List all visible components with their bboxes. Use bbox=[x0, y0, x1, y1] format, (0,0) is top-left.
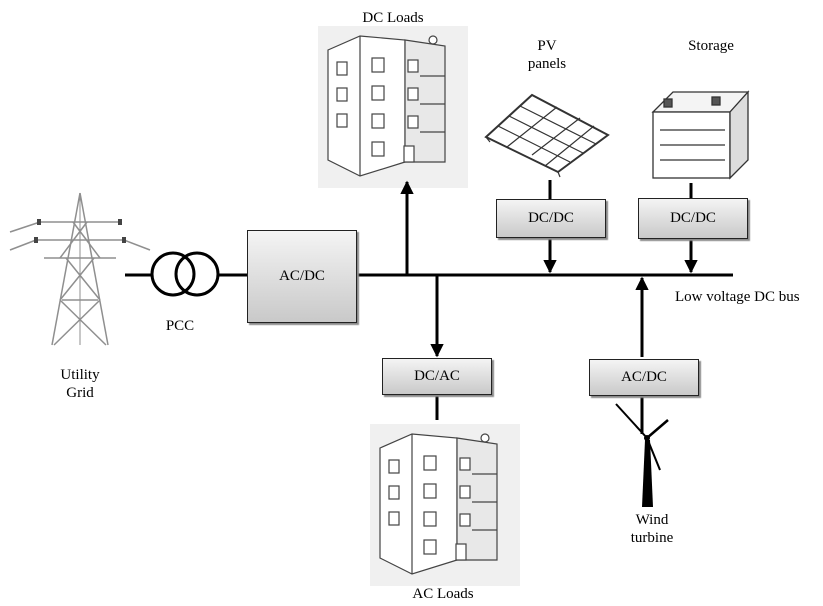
utility-grid-label: Utility Grid bbox=[40, 366, 120, 402]
wind-turbine-label: Wind turbine bbox=[612, 511, 692, 547]
wiring bbox=[125, 180, 733, 434]
wind-label-line1: Wind bbox=[635, 512, 669, 528]
wind-label-line2: turbine bbox=[630, 530, 674, 546]
pcc-transformer-icon bbox=[150, 251, 220, 297]
pv-label-line1: PV bbox=[537, 38, 557, 54]
storage-label: Storage bbox=[688, 38, 734, 54]
battery-icon bbox=[651, 90, 750, 180]
ac-loads-label: AC Loads bbox=[412, 586, 474, 602]
pv-dc-dc-converter: DC/DC bbox=[496, 199, 606, 238]
dc-bus-label: Low voltage DC bus bbox=[675, 289, 800, 305]
wind-ac-dc-converter: AC/DC bbox=[589, 359, 699, 396]
dc-loads-building-icon bbox=[318, 26, 468, 188]
utility-label-line2: Grid bbox=[66, 385, 94, 401]
grid-ac-dc-converter: AC/DC bbox=[247, 230, 357, 323]
storage-dc-dc-converter: DC/DC bbox=[638, 198, 748, 239]
ac-loads-building-icon bbox=[370, 424, 520, 586]
pv-panel-icon bbox=[484, 93, 610, 178]
utility-label-line1: Utility bbox=[60, 367, 100, 383]
dc-ac-converter: DC/AC bbox=[382, 358, 492, 395]
pv-panels-label: PV panels bbox=[507, 37, 587, 73]
pv-label-line2: panels bbox=[527, 56, 567, 72]
transmission-tower-icon bbox=[9, 192, 151, 346]
pcc-label: PCC bbox=[165, 318, 195, 334]
dc-loads-label: DC Loads bbox=[362, 10, 424, 26]
